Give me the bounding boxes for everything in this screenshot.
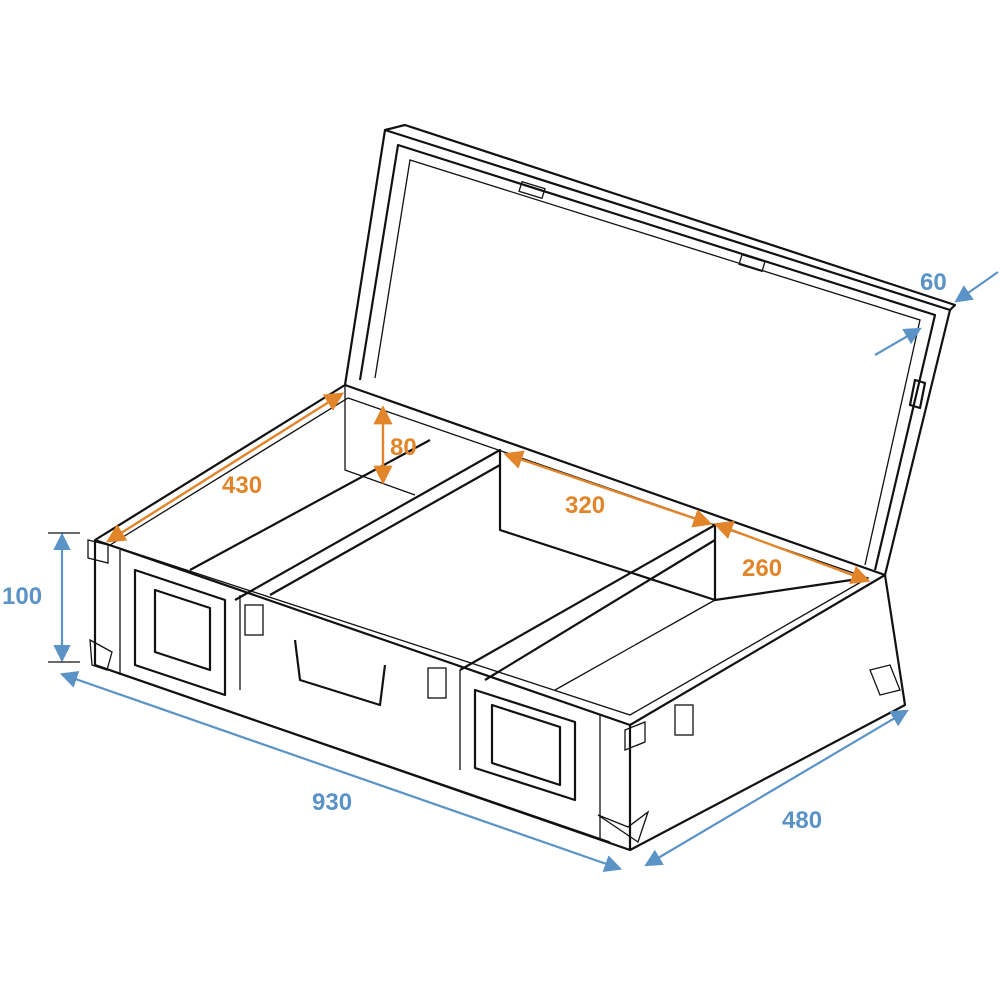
outer-dimensions: 100 930 480 60 [2, 269, 999, 872]
carry-handle-icon [293, 639, 387, 707]
lid-handle-icon [908, 378, 927, 410]
label-320: 320 [565, 492, 605, 519]
label-480: 480 [782, 807, 822, 834]
lid-latch-icon [518, 180, 546, 200]
label-60: 60 [920, 269, 947, 296]
dimension-arrow-60-left [874, 327, 922, 356]
inner-dimensions: 430 80 320 260 [105, 392, 871, 584]
label-100: 100 [2, 583, 42, 610]
side-panel-left [133, 568, 227, 697]
dimension-line-930 [59, 671, 623, 872]
dimension-arrow-60-right [954, 271, 999, 303]
label-430: 430 [222, 472, 262, 499]
case-lid [343, 123, 957, 576]
dimension-line-480 [644, 709, 909, 867]
label-80: 80 [390, 434, 417, 461]
label-260: 260 [742, 555, 782, 582]
side-panel-right [473, 688, 577, 802]
dimension-line-430 [105, 392, 345, 543]
lid-latch-icon [738, 253, 766, 273]
dimension-line-320 [503, 450, 713, 528]
case-base [87, 383, 907, 852]
dimension-line-260 [713, 521, 871, 584]
label-930: 930 [312, 789, 352, 816]
